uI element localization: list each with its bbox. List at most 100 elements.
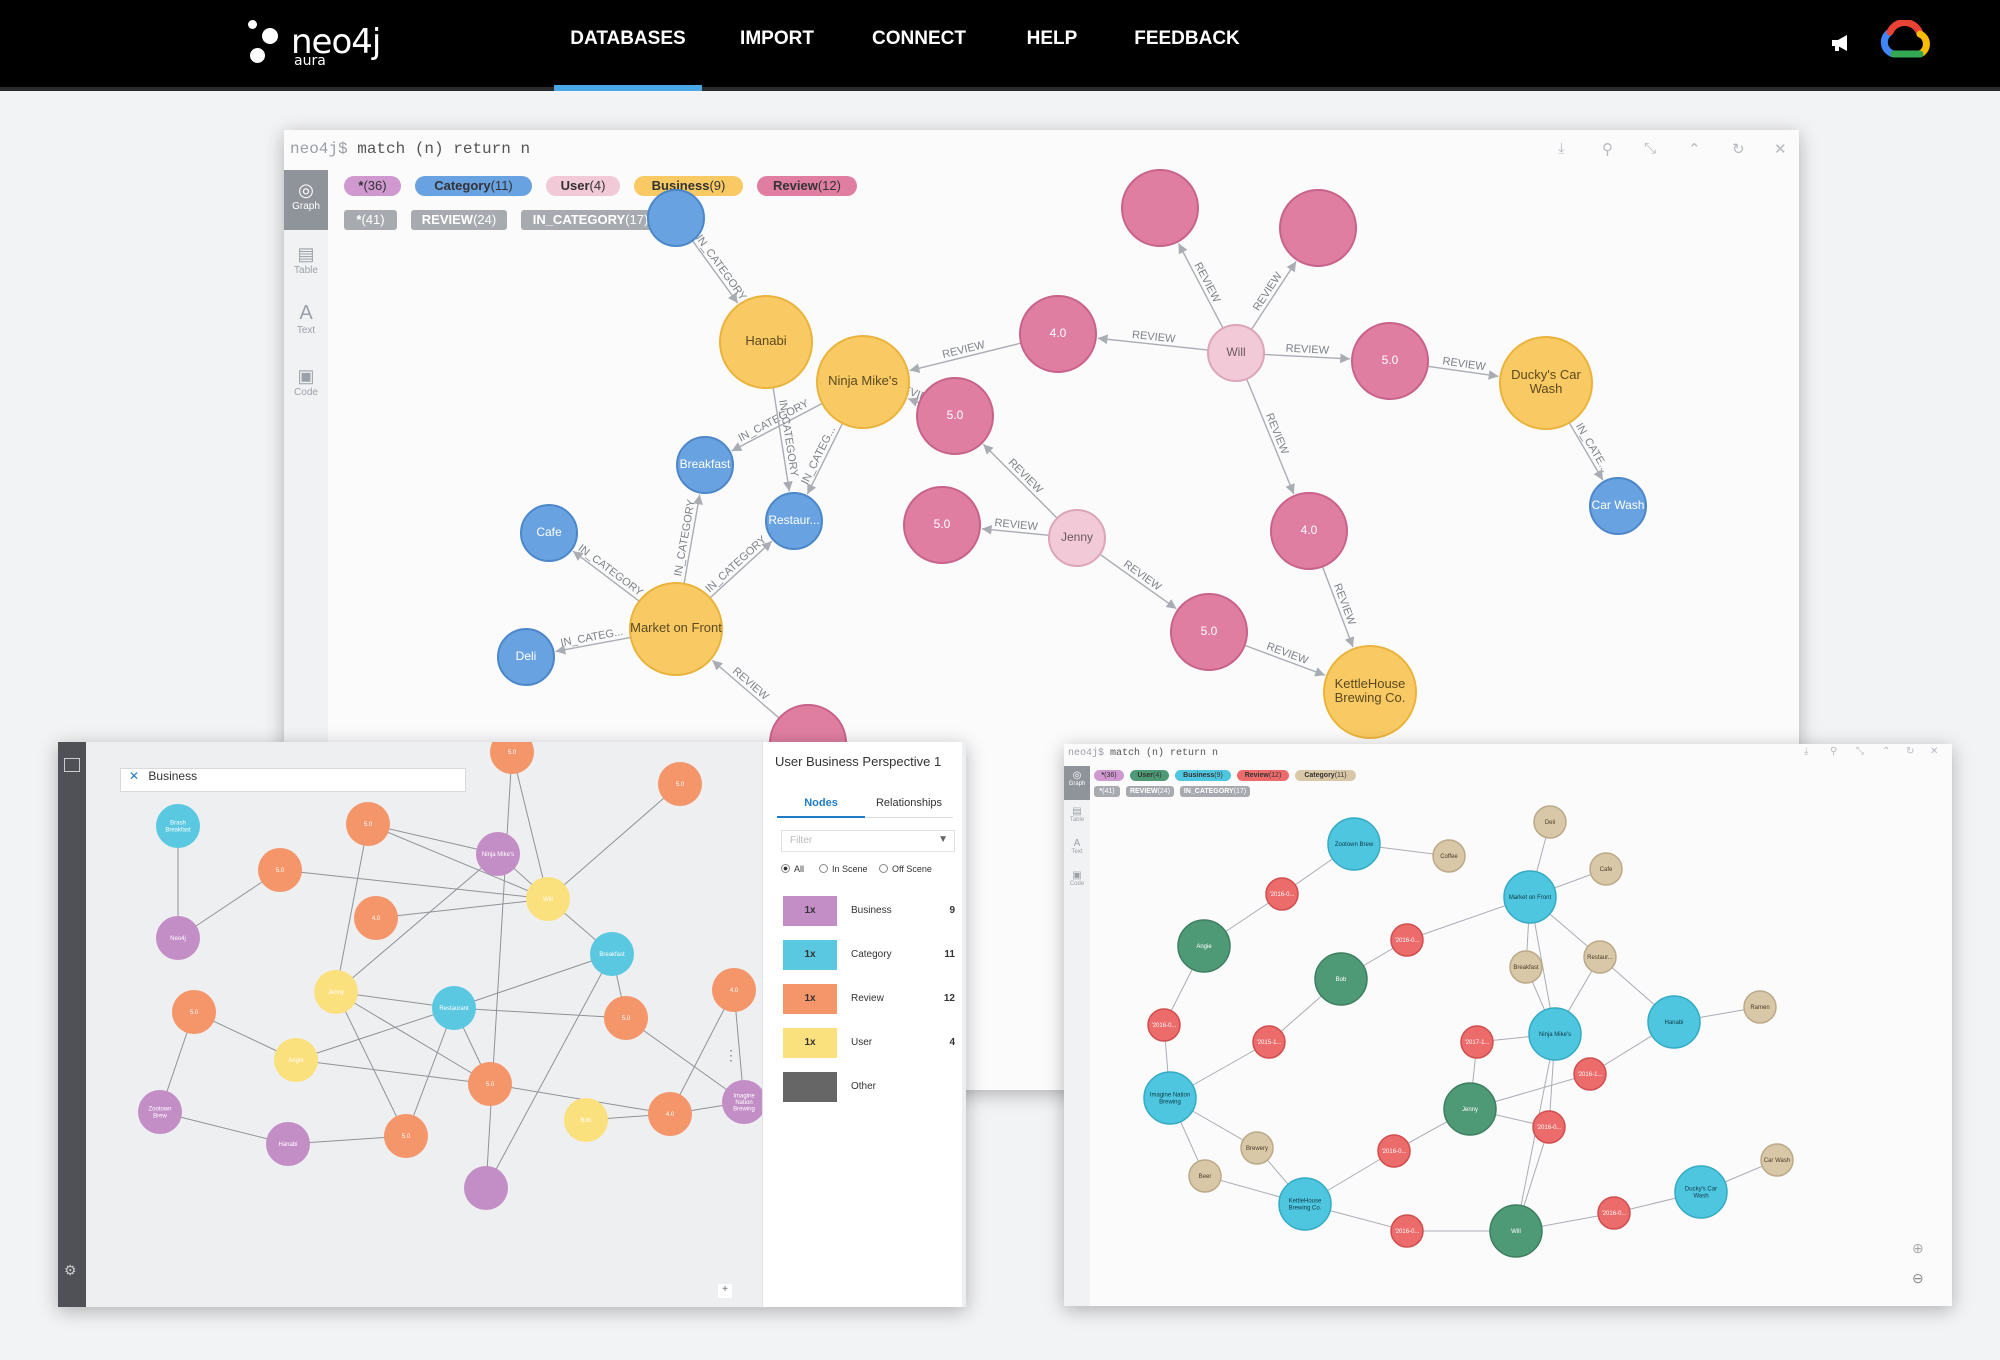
view-code[interactable]: ▣ Code: [284, 356, 328, 416]
neo4j-aura-logo[interactable]: neo4j aura: [244, 18, 384, 70]
category-swatch[interactable]: 1x: [783, 1028, 837, 1058]
mini-close-icon[interactable]: ✕: [1930, 746, 1939, 757]
mini-view-table[interactable]: ▤Table: [1069, 806, 1085, 823]
mini-download-icon[interactable]: ⤓: [1804, 746, 1809, 757]
bloom-review-node[interactable]: 5.0: [468, 1062, 512, 1106]
mini-category-node[interactable]: Ramen: [1743, 990, 1777, 1024]
category-swatch[interactable]: 1x: [783, 940, 837, 970]
mini-user-node[interactable]: Angie: [1177, 919, 1231, 973]
relationship-type-tag[interactable]: REVIEW(24): [1126, 786, 1174, 797]
relationship-edge[interactable]: [1097, 334, 1209, 351]
nav-import[interactable]: IMPORT: [740, 28, 814, 49]
bloom-review-node[interactable]: 5.0: [258, 848, 302, 892]
mini-query-editor[interactable]: neo4j$ match (n) return n: [1068, 748, 1218, 759]
bloom-review-node[interactable]: 4.0: [354, 896, 398, 940]
business-node[interactable]: Market on Front: [629, 582, 723, 676]
pin-icon[interactable]: ⚲: [1602, 141, 1613, 158]
relationship-edge[interactable]: [772, 387, 793, 492]
relationship-type-tag[interactable]: *(41): [344, 210, 397, 230]
bloom-edge[interactable]: [375, 898, 549, 919]
mini-category-node[interactable]: Car Wash: [1760, 1143, 1794, 1177]
category-node[interactable]: Deli: [497, 628, 555, 686]
review-node[interactable]: 5.0: [1170, 593, 1248, 671]
mini-user-node[interactable]: Bob: [1314, 952, 1368, 1006]
mini-category-node[interactable]: Cafe: [1589, 852, 1623, 886]
google-cloud-icon[interactable]: [1880, 20, 1932, 62]
node-label-pill[interactable]: Category(11): [415, 176, 532, 196]
category-swatch[interactable]: 1x: [783, 984, 837, 1014]
review-node[interactable]: 5.0: [916, 377, 994, 455]
category-node[interactable]: Restaur...: [765, 492, 823, 550]
relationship-edge[interactable]: [1568, 422, 1604, 481]
nav-connect[interactable]: CONNECT: [872, 28, 966, 49]
view-table[interactable]: ▤ Table: [284, 234, 328, 294]
bloom-review-node[interactable]: 5.0: [172, 990, 216, 1034]
relationship-edge[interactable]: [555, 636, 631, 655]
panel-drag-handle[interactable]: ⋮: [724, 1047, 738, 1063]
review-node[interactable]: 4.0: [1270, 492, 1348, 570]
relationship-edge[interactable]: [1321, 566, 1355, 648]
mini-business-node[interactable]: Hanabi: [1647, 995, 1701, 1049]
collapse-icon[interactable]: ⤡: [1644, 140, 1657, 157]
category-swatch[interactable]: 1x: [783, 896, 837, 926]
category-row[interactable]: Other: [783, 1072, 959, 1102]
mini-business-node[interactable]: Market on Front: [1503, 870, 1557, 924]
bloom-edge[interactable]: [335, 991, 491, 1085]
relationship-edge[interactable]: [1099, 553, 1177, 610]
review-node[interactable]: 4.0: [1019, 295, 1097, 373]
node-label-pill[interactable]: User(4): [1130, 770, 1169, 781]
bloom-review-node[interactable]: 5.0: [384, 1114, 428, 1158]
bloom-business-node[interactable]: Hanabi: [266, 1122, 310, 1166]
bloom-review-node[interactable]: 4.0: [712, 968, 756, 1012]
bloom-edge[interactable]: [367, 823, 499, 855]
relationship-edge[interactable]: [683, 494, 703, 584]
mini-review-node[interactable]: '2016-0...: [1532, 1110, 1566, 1144]
bloom-review-node[interactable]: 5.0: [490, 742, 534, 774]
mini-review-node[interactable]: '2016-0...: [1377, 1134, 1411, 1168]
bloom-edge[interactable]: [625, 1017, 745, 1103]
radio-all[interactable]: All: [781, 864, 804, 874]
relationship-type-tag[interactable]: IN_CATEGORY(17): [1180, 786, 1250, 797]
settings-icon[interactable]: ⚙: [64, 1262, 77, 1278]
search-input[interactable]: ✕ Business: [120, 768, 466, 792]
business-node[interactable]: Hanabi: [719, 295, 813, 389]
mini-category-node[interactable]: Beer: [1188, 1159, 1222, 1193]
node-label-pill[interactable]: Review(12): [757, 176, 857, 196]
mini-review-node[interactable]: '2016-0...: [1597, 1196, 1631, 1230]
mini-business-node[interactable]: Zootown Brew: [1327, 817, 1381, 871]
bloom-edge[interactable]: [453, 953, 613, 1009]
user-node[interactable]: Will: [1207, 324, 1265, 382]
relationship-edge[interactable]: [731, 402, 823, 452]
mini-user-node[interactable]: Jenny: [1443, 1082, 1497, 1136]
relationship-edge[interactable]: [1250, 261, 1297, 330]
mini-review-node[interactable]: '2017-1...: [1460, 1025, 1494, 1059]
bloom-business-node[interactable]: Ninja Mike's: [476, 832, 520, 876]
category-node[interactable]: [647, 189, 705, 247]
category-swatch[interactable]: [783, 1072, 837, 1102]
bloom-edge[interactable]: [295, 1059, 491, 1085]
category-node[interactable]: Cafe: [520, 504, 578, 562]
mini-category-node[interactable]: Brewery: [1240, 1131, 1274, 1165]
bloom-edge[interactable]: [511, 751, 549, 900]
mini-user-node[interactable]: Will: [1489, 1204, 1543, 1258]
mini-review-node[interactable]: '2016-0...: [1147, 1008, 1181, 1042]
bloom-edge[interactable]: [295, 1007, 455, 1061]
relationship-edge[interactable]: [709, 540, 773, 599]
bloom-review-node[interactable]: 5.0: [346, 802, 390, 846]
relationship-edge[interactable]: [907, 397, 920, 407]
download-icon[interactable]: ⤓: [1558, 140, 1565, 157]
relationship-edge[interactable]: [1244, 644, 1326, 677]
radio-in-scene[interactable]: In Scene: [819, 864, 868, 874]
bloom-category-node[interactable]: Restaurant: [432, 986, 476, 1030]
megaphone-icon[interactable]: [1830, 34, 1852, 52]
mini-category-node[interactable]: Breakfast: [1509, 950, 1543, 984]
add-icon[interactable]: +: [718, 1284, 732, 1298]
view-graph[interactable]: ◎ Graph: [284, 170, 328, 230]
nav-databases[interactable]: DATABASES: [554, 28, 702, 91]
